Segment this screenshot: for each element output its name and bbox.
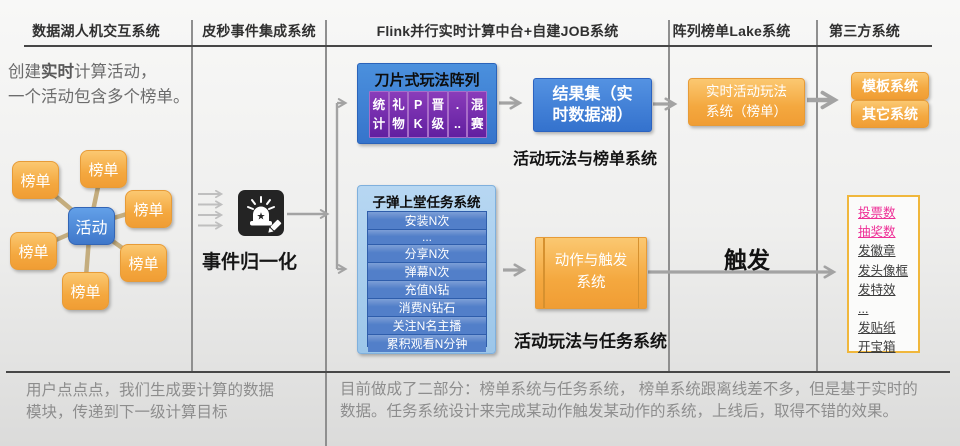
alarm-edit-icon: ★ (238, 190, 284, 236)
task-row: 累积观看N分钟 (368, 334, 486, 352)
playbook-pill: 晋级 (428, 91, 448, 138)
task-row: 弹幕N次 (368, 262, 486, 280)
footer-note-left: 用户点点点，我们生成要计算的数据模块，传递到下一级计算目标 (26, 382, 275, 421)
intro-text: 创建实时计算活动， 一个活动包含多个榜单。 (8, 63, 190, 106)
trigger-action-link[interactable]: 发头像框 (858, 263, 909, 278)
task-system-title: 子弹上堂任务系统 (372, 195, 481, 210)
trigger-action-link[interactable]: 抽奖数 (858, 225, 896, 240)
process-side-bar (637, 238, 639, 308)
flow-arrows (287, 98, 348, 274)
trigger-action-link[interactable]: 发特效 (858, 282, 896, 297)
lane-divider (191, 20, 193, 372)
playbook-pill: ... (447, 91, 468, 138)
trigger-action-link[interactable]: 发贴纸 (858, 321, 896, 336)
task-row: 消费N钻石 (368, 298, 486, 316)
trigger-label: 触发 (724, 247, 770, 273)
task-row-list: 安装N次 ... 分享N次 弹幕N次 充值N钻 消费N钻石 关注N名主播 累积观… (367, 211, 487, 352)
leaderboard-node: 榜单 (10, 232, 57, 270)
lane-divider (668, 20, 670, 372)
event-stream-arrows (198, 189, 224, 230)
other-system-box: 其它系统 (851, 100, 929, 128)
footer-note-right: 目前做成了二部分：榜单系统与任务系统， 榜单系统跟离线差不多，但是基于实时的数据… (340, 381, 918, 420)
leaderboard-node: 榜单 (80, 150, 127, 188)
task-system-box: 子弹上堂任务系统 安装N次 ... 分享N次 弹幕N次 充值N钻 消费N钻石 关… (357, 185, 496, 354)
result-set-box: 结果集（实时数据湖） (533, 78, 652, 132)
lane-title-lake-system: 阵列榜单Lake系统 (672, 23, 791, 39)
playbook-pill: 混赛 (467, 91, 488, 138)
task-row: 充值N钻 (368, 280, 486, 298)
trigger-action-link[interactable]: 发徽章 (858, 244, 896, 259)
playbook-pill: 统计 (369, 91, 389, 138)
leaderboard-node: 榜单 (120, 244, 167, 282)
activity-hub-node: 活动 (68, 207, 115, 245)
blade-playbook-title: 刀片式玩法阵列 (374, 72, 480, 89)
trigger-action-link[interactable]: ... (858, 302, 869, 317)
action-trigger-system-box: 动作与触发系统 (535, 237, 647, 309)
playbook-pill: 礼物 (388, 91, 409, 138)
task-row: ... (368, 229, 486, 244)
leaderboard-section-label: 活动玩法与榜单系统 (512, 151, 657, 168)
task-section-label: 活动玩法与任务系统 (514, 332, 667, 351)
task-row: 分享N次 (368, 244, 486, 262)
lane-title-event-system: 皮秒事件集成系统 (202, 23, 316, 39)
event-normalization-label: 事件归一化 (202, 252, 298, 273)
trigger-action-link[interactable]: 投票数 (858, 206, 896, 220)
task-row: 安装N次 (368, 212, 486, 229)
realtime-play-system-box: 实时活动玩法系统（榜单） (688, 78, 805, 126)
template-system-box: 模板系统 (851, 72, 929, 100)
lane-divider (325, 20, 327, 372)
lane-title-flink-system: Flink并行实时计算中台+自建JOB系统 (376, 23, 619, 39)
leaderboard-node: 榜单 (125, 190, 172, 228)
process-side-bar (543, 238, 545, 308)
stage-arrows (499, 96, 837, 279)
svg-text:★: ★ (257, 212, 266, 223)
header-rule (24, 45, 932, 48)
lane-title-third-party: 第三方系统 (829, 23, 900, 39)
leaderboard-node: 榜单 (12, 161, 59, 199)
trigger-actions-box: 投票数 抽奖数 发徽章 发头像框 发特效 ... 发贴纸 开宝箱 (847, 195, 920, 354)
lane-divider (816, 20, 818, 372)
task-row: 关注N名主播 (368, 316, 486, 334)
footer-divider (325, 373, 327, 446)
footer-rule (6, 371, 950, 374)
trigger-action-link[interactable]: 开宝箱 (858, 340, 896, 355)
lane-title-interaction-system: 数据湖人机交互系统 (32, 23, 160, 39)
leaderboard-node: 榜单 (62, 272, 109, 310)
